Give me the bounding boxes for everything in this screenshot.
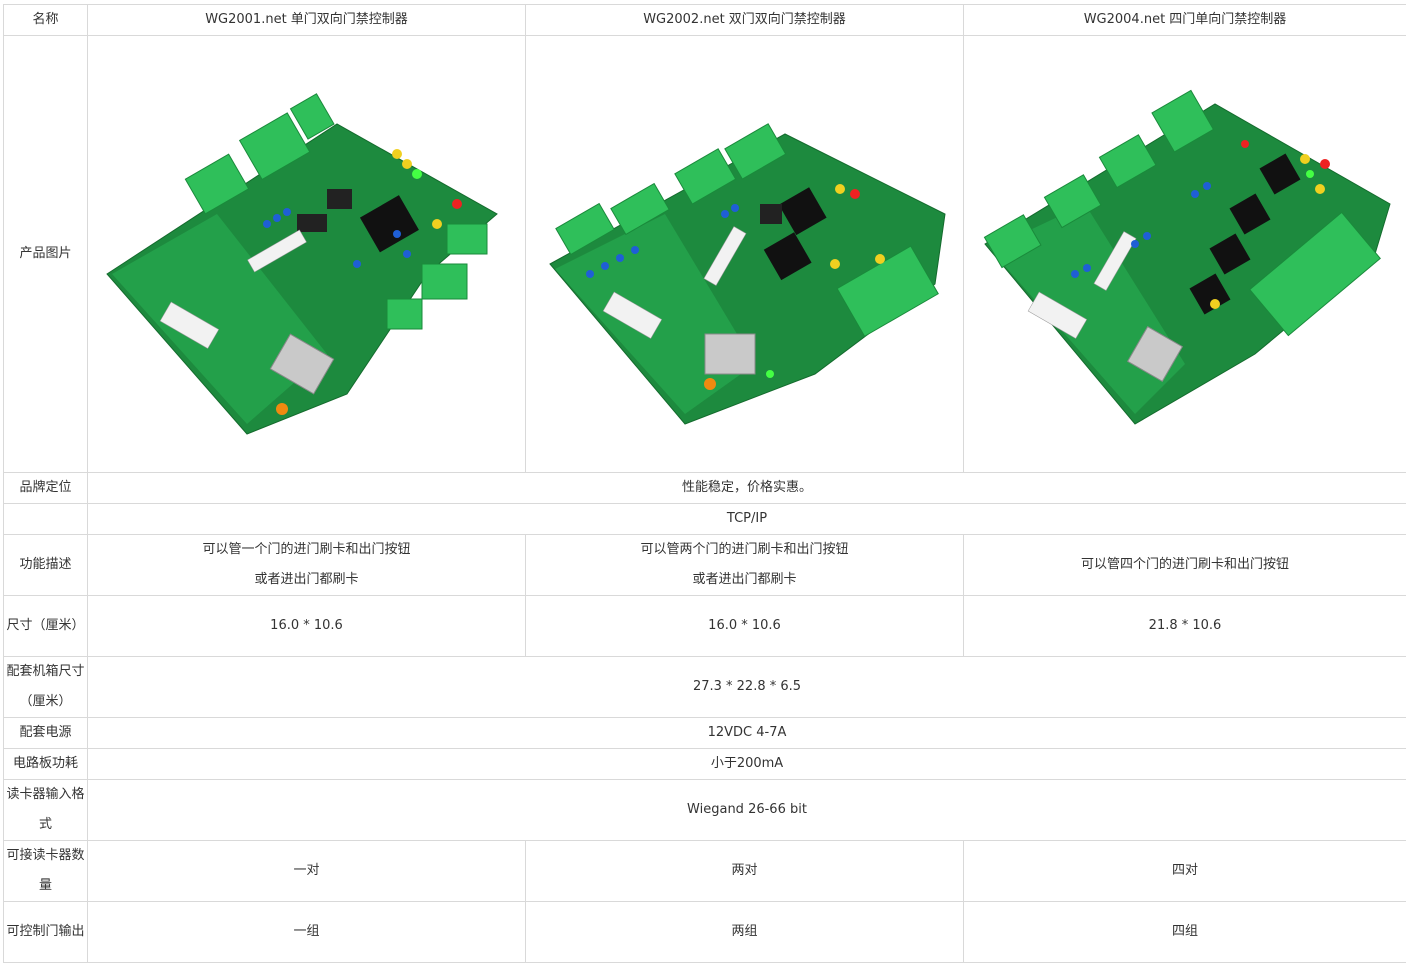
reader-format-value: Wiegand 26-66 bit [88, 780, 1406, 841]
size-value-1: 16.0 * 10.6 [88, 596, 526, 657]
size-value-3: 21.8 * 10.6 [964, 596, 1406, 657]
brand-row-label: 品牌定位 [4, 473, 88, 504]
function-row: 功能描述 可以管一个门的进门刷卡和出门按钮 或者进出门都刷卡 可以管两个门的进门… [4, 535, 1406, 596]
product-image-cell-2 [526, 36, 964, 473]
consumption-row: 电路板功耗 小于200mA [4, 749, 1406, 780]
reader-count-row: 可接读卡器数量 一对 两对 四对 [4, 841, 1406, 902]
door-output-row: 可控制门输出 一组 两组 四组 [4, 902, 1406, 963]
power-row-label: 配套电源 [4, 718, 88, 749]
function-row-label: 功能描述 [4, 535, 88, 596]
power-value: 12VDC 4-7A [88, 718, 1406, 749]
door-output-2: 两组 [526, 902, 964, 963]
protocol-row: TCP/IP [4, 504, 1406, 535]
image-row-label: 产品图片 [4, 36, 88, 473]
wg2002-board-image [535, 64, 955, 444]
reader-count-row-label: 可接读卡器数量 [4, 841, 88, 902]
power-row: 配套电源 12VDC 4-7A [4, 718, 1406, 749]
reader-count-2: 两对 [526, 841, 964, 902]
function-1-line-1: 可以管一个门的进门刷卡和出门按钮 [92, 535, 521, 565]
spec-table: 名称 WG2001.net 单门双向门禁控制器 WG2002.net 双门双向门… [3, 4, 1406, 963]
door-output-1: 一组 [88, 902, 526, 963]
function-1-line-2: 或者进出门都刷卡 [92, 565, 521, 595]
image-row: 产品图片 [4, 36, 1406, 473]
wg2001-board-image [97, 64, 517, 444]
wg2004-board-image [975, 64, 1395, 444]
header-model-3: WG2004.net 四门单向门禁控制器 [964, 5, 1406, 36]
header-model-1: WG2001.net 单门双向门禁控制器 [88, 5, 526, 36]
case-row-label: 配套机箱尺寸（厘米） [4, 657, 88, 718]
function-3-line-1: 可以管四个门的进门刷卡和出门按钮 [968, 550, 1402, 580]
case-row: 配套机箱尺寸（厘米） 27.3 * 22.8 * 6.5 [4, 657, 1406, 718]
function-cell-2: 可以管两个门的进门刷卡和出门按钮 或者进出门都刷卡 [526, 535, 964, 596]
brand-value: 性能稳定，价格实惠。 [88, 473, 1406, 504]
header-model-2: WG2002.net 双门双向门禁控制器 [526, 5, 964, 36]
reader-format-row-label: 读卡器输入格式 [4, 780, 88, 841]
reader-count-3: 四对 [964, 841, 1406, 902]
function-2-line-2: 或者进出门都刷卡 [530, 565, 959, 595]
function-cell-1: 可以管一个门的进门刷卡和出门按钮 或者进出门都刷卡 [88, 535, 526, 596]
function-cell-3: 可以管四个门的进门刷卡和出门按钮 [964, 535, 1406, 596]
consumption-value: 小于200mA [88, 749, 1406, 780]
size-row-label: 尺寸（厘米） [4, 596, 88, 657]
product-image-cell-1 [88, 36, 526, 473]
header-name-label: 名称 [4, 5, 88, 36]
reader-count-1: 一对 [88, 841, 526, 902]
product-image-cell-3 [964, 36, 1406, 473]
consumption-row-label: 电路板功耗 [4, 749, 88, 780]
brand-row: 品牌定位 性能稳定，价格实惠。 [4, 473, 1406, 504]
protocol-value: TCP/IP [88, 504, 1406, 535]
reader-format-row: 读卡器输入格式 Wiegand 26-66 bit [4, 780, 1406, 841]
protocol-row-label [4, 504, 88, 535]
header-row: 名称 WG2001.net 单门双向门禁控制器 WG2002.net 双门双向门… [4, 5, 1406, 36]
door-output-3: 四组 [964, 902, 1406, 963]
case-value: 27.3 * 22.8 * 6.5 [88, 657, 1406, 718]
size-value-2: 16.0 * 10.6 [526, 596, 964, 657]
door-output-row-label: 可控制门输出 [4, 902, 88, 963]
function-2-line-1: 可以管两个门的进门刷卡和出门按钮 [530, 535, 959, 565]
size-row: 尺寸（厘米） 16.0 * 10.6 16.0 * 10.6 21.8 * 10… [4, 596, 1406, 657]
